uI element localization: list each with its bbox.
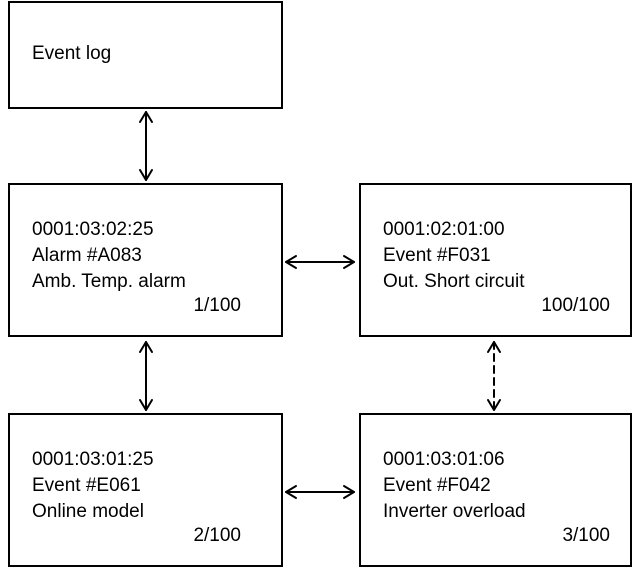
event-box-f042: 0001:03:01:06 Event #F042 Inverter overl… bbox=[359, 413, 632, 567]
arrow-f031-f042-dashed bbox=[487, 341, 501, 411]
arrow-eventlog-alarm bbox=[139, 111, 153, 181]
event-code: Event #E061 bbox=[32, 475, 141, 496]
event-box-e061: 0001:03:01:25 Event #E061 Online model 2… bbox=[8, 413, 283, 567]
event-counter: 2/100 bbox=[193, 525, 241, 546]
event-box-alarm-a083: 0001:03:02:25 Alarm #A083 Amb. Temp. ala… bbox=[8, 183, 283, 337]
event-description: Online model bbox=[32, 501, 144, 522]
event-counter: 100/100 bbox=[541, 295, 610, 316]
arrow-alarm-e061 bbox=[139, 341, 153, 411]
event-log-title: Event log bbox=[32, 43, 112, 64]
arrow-e061-f042 bbox=[285, 485, 355, 499]
event-description: Inverter overload bbox=[383, 501, 526, 522]
event-counter: 1/100 bbox=[193, 295, 241, 316]
event-timestamp: 0001:03:01:25 bbox=[32, 449, 154, 470]
event-counter: 3/100 bbox=[562, 525, 610, 546]
event-code: Event #F031 bbox=[383, 245, 491, 266]
event-description: Out. Short circuit bbox=[383, 271, 525, 292]
event-log-box: Event log bbox=[8, 1, 283, 109]
event-timestamp: 0001:02:01:00 bbox=[383, 219, 505, 240]
event-timestamp: 0001:03:02:25 bbox=[32, 219, 154, 240]
event-description: Amb. Temp. alarm bbox=[32, 271, 186, 292]
event-box-f031: 0001:02:01:00 Event #F031 Out. Short cir… bbox=[359, 183, 632, 337]
event-timestamp: 0001:03:01:06 bbox=[383, 449, 505, 470]
arrow-alarm-f031 bbox=[285, 255, 355, 269]
event-code: Event #F042 bbox=[383, 475, 491, 496]
event-code: Alarm #A083 bbox=[32, 245, 142, 266]
